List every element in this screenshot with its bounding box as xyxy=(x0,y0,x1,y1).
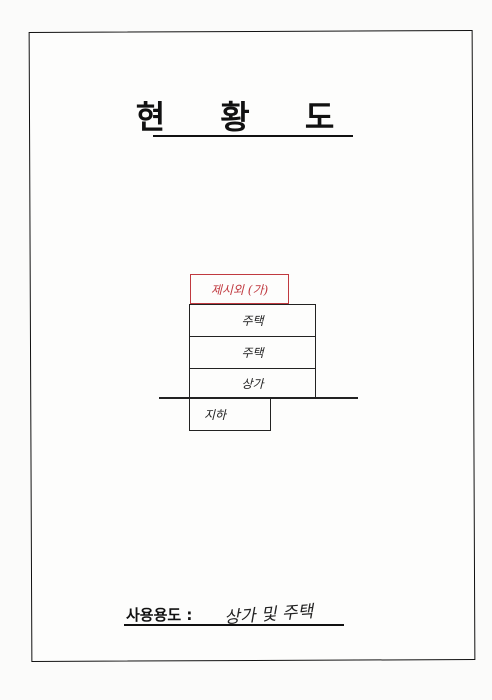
floor-label: 주택 xyxy=(241,314,264,328)
floor-label: 주택 xyxy=(241,346,264,360)
title-underline xyxy=(153,135,353,137)
floor-label: 제시외 (가) xyxy=(210,282,269,297)
floor-box-1: 상가 xyxy=(189,368,316,399)
floor-label: 지하 xyxy=(204,408,227,422)
floor-box-2: 주택 xyxy=(189,336,316,369)
page-title: 현 황 도 xyxy=(135,98,357,136)
floor-box-basement: 지하 xyxy=(189,398,271,431)
usage-label: 사용용도 : xyxy=(126,606,193,624)
ground-line xyxy=(159,397,358,399)
floor-box-3: 주택 xyxy=(189,304,316,337)
floor-label: 상가 xyxy=(241,377,264,391)
floor-box-extra: 제시외 (가) xyxy=(190,274,289,304)
usage-underline xyxy=(124,624,344,626)
